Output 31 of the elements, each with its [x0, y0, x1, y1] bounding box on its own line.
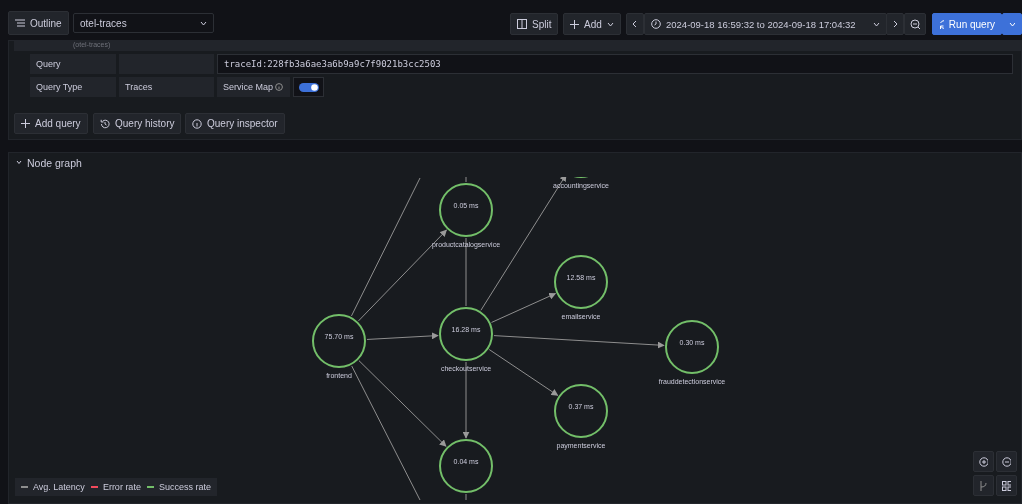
query-inspector-button: Query inspector: [185, 113, 285, 134]
outline-button: Outline: [8, 11, 69, 35]
arrow: [462, 361, 470, 439]
panel-title: Node graph: [27, 157, 82, 169]
add-query-button: Add query: [14, 113, 88, 134]
connector-line: [465, 493, 467, 500]
arrow: [480, 177, 567, 311]
arrow: [358, 360, 447, 447]
arrow: [358, 229, 447, 322]
legend-label: Success rate: [158, 482, 211, 492]
connector-line: [465, 177, 467, 183]
field-label: Query Type: [30, 77, 116, 97]
field-label: Service Map: [217, 77, 290, 97]
connector-line: [465, 237, 467, 307]
field-label: Query: [30, 54, 116, 74]
arrow: [366, 332, 439, 340]
run-query-button: Run query: [932, 13, 1002, 35]
split-button: Split: [510, 13, 559, 35]
legend-label: Error rate: [102, 482, 141, 492]
connector-line: [351, 365, 421, 500]
query-input-field: traceId:228fb3a6ae3a6b9a9c7f9021b3cc2503: [217, 54, 1013, 74]
datasource-select: otel-traces: [73, 13, 214, 33]
add-button: Add: [563, 13, 621, 35]
arrow: [488, 349, 559, 396]
select-field: Traces: [119, 77, 214, 97]
time-range-picker: 2024-09-18 16:59:32 to 2024-09-18 17:04:32: [644, 13, 887, 35]
legend-label: Avg. Latency: [33, 482, 85, 492]
arrow: [493, 335, 665, 349]
query-history-button: Query history: [93, 113, 182, 134]
connector-line: [350, 177, 421, 317]
arrow: [491, 292, 557, 323]
